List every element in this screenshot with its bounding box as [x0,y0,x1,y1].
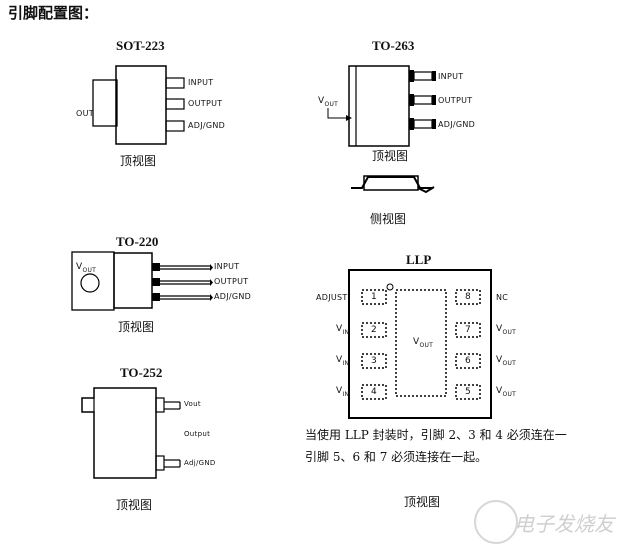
llp-pin-7: 7 [465,325,472,335]
to263-side-body [363,175,419,191]
sot223-pin-adj: ADJ/GND [188,121,226,130]
to252-caption: 顶视图 [116,498,153,512]
llp-right-label-3: VOUT [496,355,517,367]
sot223-pin-input: INPUT [188,78,214,87]
to220-tab [71,251,115,311]
sot223-body [115,65,167,145]
llp-right-label-2: VOUT [496,324,517,336]
llp-left-label-3: VIN [336,355,350,367]
to220-pin-adj: ADJ/GND [214,292,252,301]
to263-lead-1 [409,70,414,82]
llp-pin-8: 8 [465,292,472,302]
llp-pin-3: 3 [371,356,378,366]
to263-top-caption: 顶视图 [372,149,409,163]
llp-right-label-4: VOUT [496,386,517,398]
to263-title: TO-263 [372,38,415,53]
to252-body [81,387,157,479]
to220-vout-label: VOUT [76,262,97,274]
to220-pin-input: INPUT [214,262,240,271]
llp-note-line-1: 当使用 LLP 封装时，引脚 2、3 和 4 必须连在一 [305,428,567,442]
to263-pin-input: INPUT [438,72,464,81]
sot223-pin-2 [165,98,185,110]
to252-title: TO-252 [120,365,163,380]
llp-center-label: VOUT [413,337,434,349]
llp-note-line-2: 引脚 5、6 和 7 必须连接在一起。 [305,450,488,464]
watermark-text: 电子发烧友 [514,512,614,536]
sot223-title: SOT-223 [116,38,165,53]
llp-right-label-1: NC [496,293,509,302]
llp-title: LLP [406,252,432,267]
llp-pin-5: 5 [465,387,472,397]
to263-pin-output: OUTPUT [438,96,473,105]
to220-title: TO-220 [116,234,159,249]
llp-pin-2: 2 [371,325,378,335]
llp-caption: 顶视图 [404,495,441,509]
llp-center-pad [395,289,447,397]
llp-left-label-4: VIN [336,386,350,398]
to220-pin-output: OUTPUT [214,277,249,286]
sot223-caption: 顶视图 [120,154,157,168]
page-title: 引脚配置图： [8,4,99,22]
to252-pin-adj: Adj/GND [184,459,216,467]
sot223-pin-1 [165,77,185,89]
to263-side-caption: 侧视图 [370,212,407,226]
to252-pin-vout: Vout [184,400,201,408]
llp-body [348,269,492,419]
watermark-logo-icon [474,500,518,544]
llp-pin-4: 4 [371,387,378,397]
to263-pin-3 [413,119,433,129]
to263-pin-1 [413,71,433,81]
sot223-pin-3 [165,120,185,132]
sot223-tab-label: OUT [76,109,94,118]
to220-mount-hole [80,273,100,293]
llp-pin-6: 6 [465,356,472,366]
llp-left-label-1: ADJUST [316,293,348,302]
llp-pin-1: 1 [371,292,378,302]
sot223-pin-output: OUTPUT [188,99,223,108]
to252-pin-output: Output [184,430,211,438]
to263-lead-2 [409,94,414,106]
to263-pin-adj: ADJ/GND [438,120,476,129]
to263-pin-2 [413,95,433,105]
llp-left-label-2: VIN [336,324,350,336]
to263-lead-3 [409,118,414,130]
to220-caption: 顶视图 [118,320,155,334]
to263-body [348,65,410,147]
to220-body [113,252,153,309]
sot223-tab [92,79,118,127]
to263-vout-label: VOUT [318,96,339,108]
